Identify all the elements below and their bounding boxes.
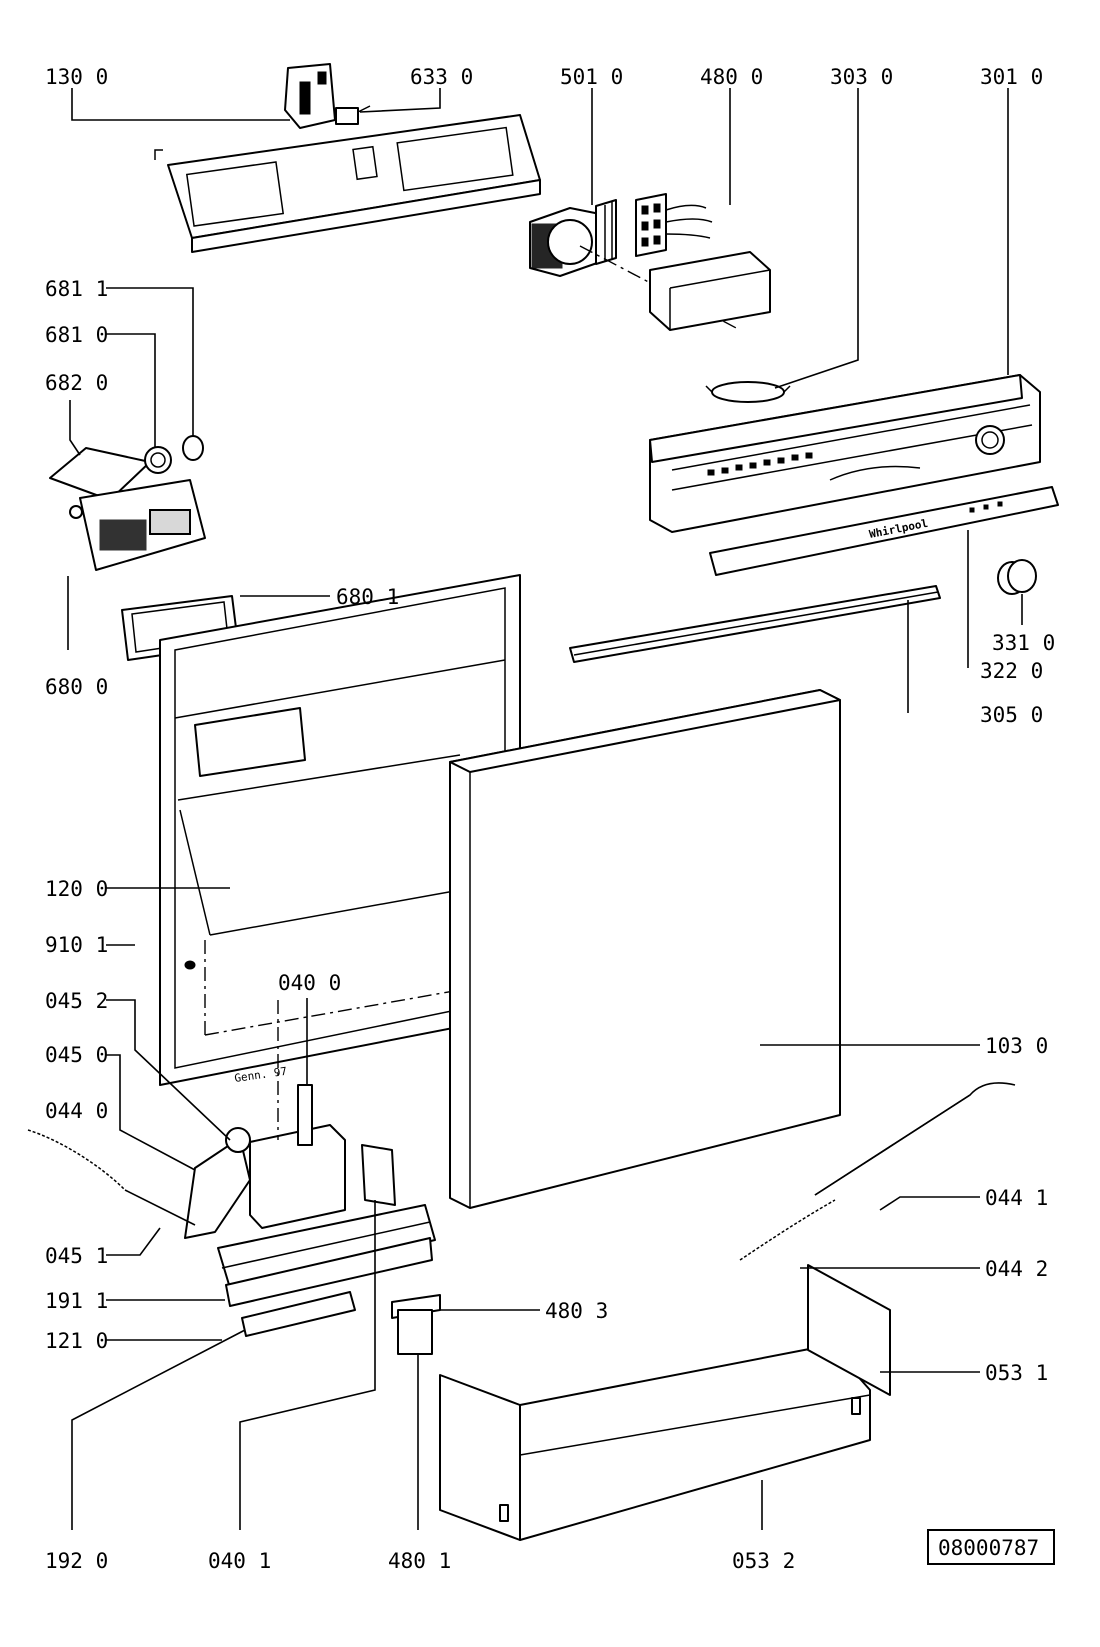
callout-130-0: 130 0: [45, 65, 108, 89]
callout-045-1: 045 1: [45, 1244, 108, 1268]
callout-301-0: 301 0: [980, 65, 1043, 89]
callout-192-0: 192 0: [45, 1549, 108, 1573]
part-044-0-spring: [27, 1129, 196, 1226]
callout-053-1: 053 1: [985, 1361, 1048, 1385]
callout-040-0: 040 0: [278, 971, 341, 995]
callout-331-0: 331 0: [992, 631, 1055, 655]
part-681-0-cap: [144, 446, 172, 474]
callout-480-3: 480 3: [545, 1299, 608, 1323]
part-681-1-seal: [182, 435, 204, 461]
part-305-0-rail: [569, 585, 941, 663]
drawing-number-box: 08000787: [927, 1529, 1055, 1565]
top-bracket: [154, 114, 541, 253]
part-331-0-knob: [997, 559, 1037, 595]
part-682-0-dispenser: [49, 447, 206, 571]
callout-040-1: 040 1: [208, 1549, 271, 1573]
callout-labels: 130 0 633 0 501 0 480 0 303 0 301 0 681 …: [45, 65, 1055, 1573]
callout-680-0: 680 0: [45, 675, 108, 699]
part-044-2-spring: [739, 1199, 836, 1261]
callout-680-1: 680 1: [336, 585, 399, 609]
callout-633-0: 633 0: [410, 65, 473, 89]
part-044-1-rod: [814, 1082, 1016, 1196]
leader-lines: [67, 88, 1023, 1530]
part-633-0-small-connector: [335, 105, 371, 125]
part-191-1-lower-rail: [217, 1204, 436, 1289]
part-130-0-door-switch: [284, 63, 336, 129]
part-480-0-connector: [635, 193, 713, 257]
part-480-1-cover: [397, 1309, 433, 1355]
part-301-0-control-panel: [649, 374, 1041, 533]
callout-044-0: 044 0: [45, 1099, 108, 1123]
part-501-0-timer: [529, 199, 741, 331]
callout-121-0: 121 0: [45, 1329, 108, 1353]
part-303-0-retainer: [705, 381, 791, 403]
callout-322-0: 322 0: [980, 659, 1043, 683]
callout-044-1: 044 1: [985, 1186, 1048, 1210]
callout-681-1: 681 1: [45, 277, 108, 301]
callout-044-2: 044 2: [985, 1257, 1048, 1281]
drawing-number: 08000787: [938, 1536, 1039, 1560]
callout-120-0: 120 0: [45, 877, 108, 901]
part-040-1-hinge-bracket: [361, 1144, 396, 1206]
part-103-0-outer-door: [449, 689, 841, 1209]
indicator-leds: [707, 452, 813, 476]
callout-305-0: 305 0: [980, 703, 1043, 727]
callout-681-0: 681 0: [45, 323, 108, 347]
callout-682-0: 682 0: [45, 371, 108, 395]
callout-501-0: 501 0: [560, 65, 623, 89]
timer-bracket: [649, 251, 771, 331]
part-045-0-hinge-arm: [184, 1127, 251, 1239]
callout-303-0: 303 0: [830, 65, 893, 89]
callout-045-2: 045 2: [45, 989, 108, 1013]
callout-480-1: 480 1: [388, 1549, 451, 1573]
callout-103-0: 103 0: [985, 1034, 1048, 1058]
callout-480-0: 480 0: [700, 65, 763, 89]
callout-045-0: 045 0: [45, 1043, 108, 1067]
callout-910-1: 910 1: [45, 933, 108, 957]
part-040-0-hinge-plate: [249, 1000, 346, 1229]
part-121-0-channel: [225, 1237, 433, 1307]
callout-191-1: 191 1: [45, 1289, 108, 1313]
part-053-2-kickplate: [439, 1344, 871, 1541]
part-120-0-inner-door: Genn. 97: [159, 574, 521, 1086]
part-053-1-side-panel: [807, 1264, 891, 1396]
callout-053-2: 053 2: [732, 1549, 795, 1573]
